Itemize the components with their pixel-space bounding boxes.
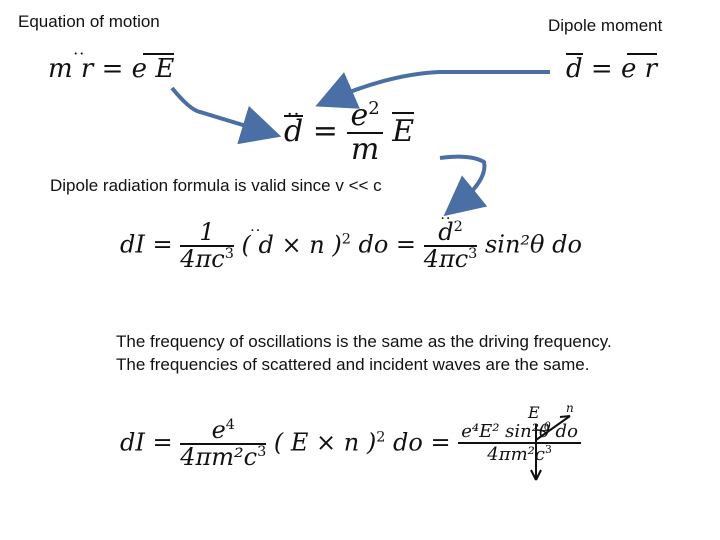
normal-vector-line [535,415,571,441]
label-frequency-line2: The frequencies of scattered and inciden… [116,355,590,374]
equation-radiation: dI = 1 4πc3 ( d × n )··2 do = d··2 4πc3 … [120,211,582,274]
rad-tail: sin²θ do [484,230,582,259]
sc-do1: do = [393,428,451,457]
label-frequency-line1: The frequency of oscillations is the sam… [116,332,612,351]
label-dipole-radiation: Dipole radiation formula is valid since … [50,176,382,195]
rad-num2: d [438,218,454,246]
rad-den: 4πc [180,245,225,274]
equation-dipole: d = e r [566,52,658,84]
label-equation-of-motion: Equation of motion [18,12,160,31]
sc-den2-exp: 3 [544,443,552,457]
motion-rhs: = e E [101,54,175,84]
sc-num-exp: 4 [225,417,235,433]
equation-second-derivative: d·· = e2 m E [284,98,415,167]
second-eq: = [312,113,338,149]
angle-arc [535,429,547,434]
second-lhs: d [284,113,304,149]
angle-symbol: θ [544,420,551,433]
dipole-rhs: = e r [590,54,658,84]
sc-fraction: e4 4πm²c3 [180,416,267,472]
rad-den2-exp: 3 [468,246,478,263]
arrow-to-radiation [439,154,488,217]
sc-num2: e⁴E² sin²θ do [458,422,581,445]
rad-den-exp: 3 [224,246,234,263]
rad-do1: do = [358,230,417,259]
sc-den2: 4πm²c [487,444,545,466]
equation-scattered: dI = e4 4πm²c3 ( E × n )2 do = e⁴E² sin²… [120,416,581,472]
rad-den2: 4πc [423,245,469,274]
sc-fraction2: e⁴E² sin²θ do 4πm²c3 [458,422,581,466]
sc-den: 4πm²c [180,443,258,472]
second-rhs: E [392,113,415,149]
field-angle-sketch: E θ n [527,401,574,481]
sc-lhs: dI = [120,428,173,457]
arrow-dipole-to-derivative [315,70,550,109]
sc-paren-exp: 2 [376,429,386,446]
second-den: m [350,131,380,167]
normal-arrowhead [559,415,571,418]
sc-paren: ( E × n ) [273,428,377,457]
field-arrowhead-right [535,469,542,481]
rad-fraction2: d··2 4πc3 [423,211,478,274]
sc-num: e [211,416,226,444]
rad-paren-exp: 2 [341,231,351,248]
second-fraction: e2 m [347,98,383,167]
field-arrowhead-left [530,469,537,481]
motion-lhs: m r [48,54,94,84]
dipole-lhs: d [566,54,583,84]
second-num-exp: 2 [368,98,380,119]
field-symbol: E [527,403,540,422]
label-dipole-moment: Dipole moment [548,16,663,35]
normal-symbol: n [566,401,574,415]
rad-num2-exp: 2 [453,219,463,235]
rad-fraction: 1 4πc3 [180,219,234,274]
equation-motion: m r·· = e E [48,45,175,84]
rad-lhs: dI = [120,230,173,259]
arrow-motion-to-derivative [170,86,282,145]
rad-num: 1 [180,219,234,248]
sc-den-exp: 3 [257,444,267,461]
rad-paren: ( d × n ) [241,230,342,259]
